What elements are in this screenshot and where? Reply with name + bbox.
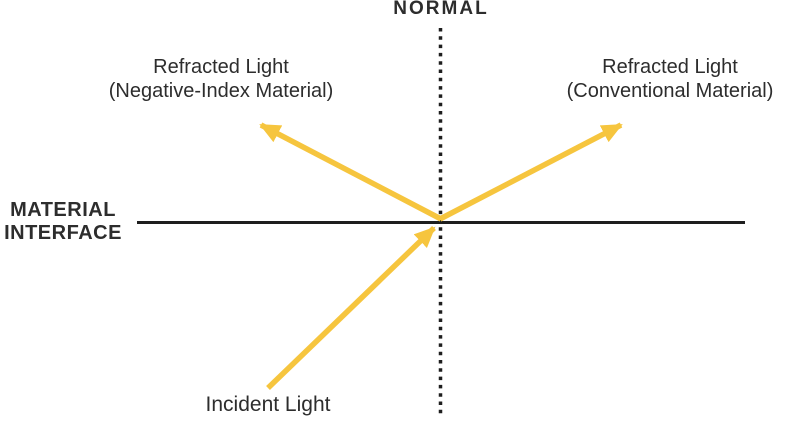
refracted-ray-negative-arrow [259, 122, 443, 222]
material-interface-label: MATERIAL INTERFACE [4, 199, 122, 245]
refracted-conventional-label-line2: (Conventional Material) [566, 80, 774, 102]
normal-label: NORMAL [393, 0, 489, 19]
refracted-ray-conventional-arrow [438, 122, 623, 222]
refracted-negative-label-line1: Refracted Light [153, 56, 289, 78]
refracted-conventional-label: Refracted Light (Conventional Material) [567, 55, 774, 103]
material-interface-label-line1: MATERIAL [10, 199, 116, 221]
incident-light-label: Incident Light [205, 393, 331, 416]
refracted-negative-label: Refracted Light (Negative-Index Material… [109, 55, 334, 103]
refracted-negative-label-line2: (Negative-Index Material) [108, 80, 334, 102]
material-interface-label-line2: INTERFACE [4, 222, 122, 244]
refracted-conventional-label-line1: Refracted Light [602, 56, 738, 78]
incident-ray-arrow [266, 226, 436, 390]
